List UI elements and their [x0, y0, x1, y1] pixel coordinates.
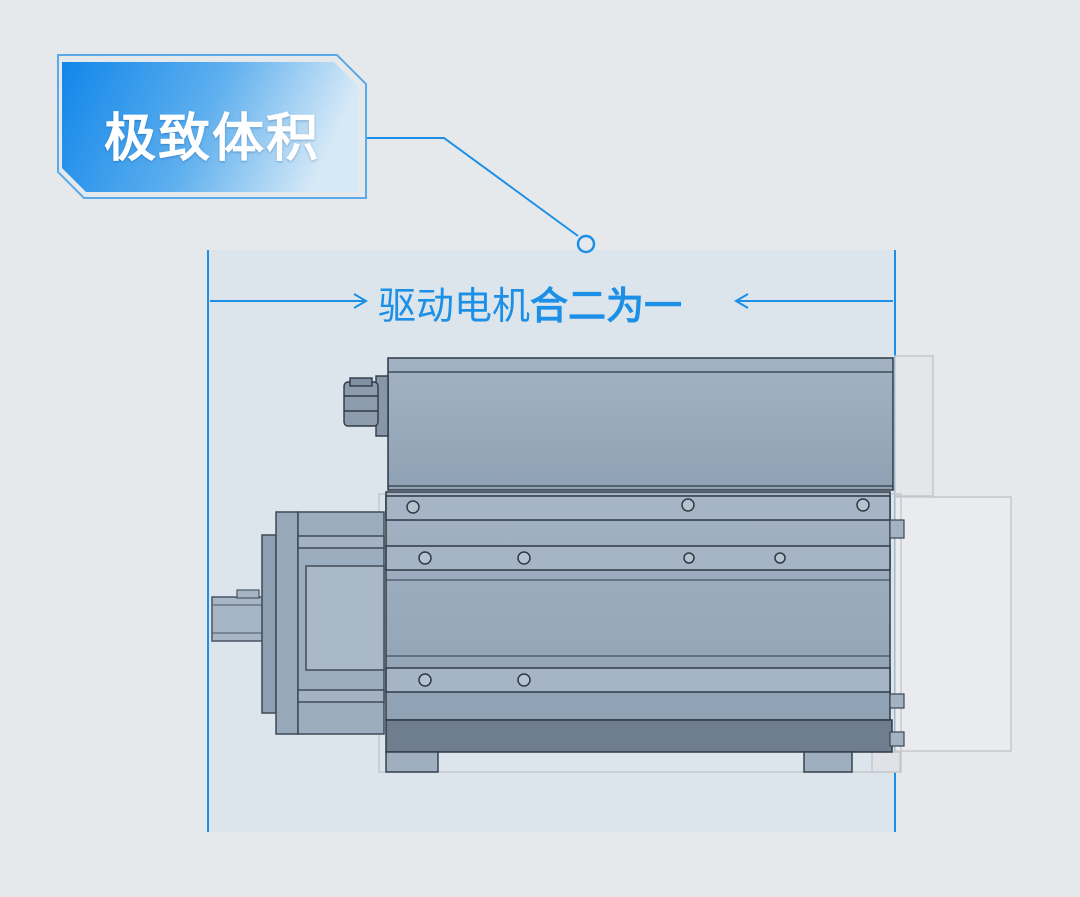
- cable-gland: [343, 375, 389, 437]
- motor-shaft: [211, 589, 267, 642]
- bolt-holes: [406, 498, 870, 687]
- motor-flange: [261, 511, 385, 735]
- caption: 驱动电机合二为一: [378, 276, 730, 328]
- mounting-feet: [385, 751, 853, 773]
- left-arrow-icon: [210, 293, 368, 309]
- motor-body: [385, 491, 893, 753]
- badge-title: 极致体积: [104, 109, 321, 169]
- title-badge: [57, 54, 367, 199]
- leader-line: [365, 137, 579, 237]
- leader-dot-icon: [576, 234, 596, 254]
- caption-normal: 驱动电机: [378, 283, 531, 328]
- caption-bold: 合二为一: [530, 283, 683, 328]
- right-arrow-icon: [734, 293, 893, 309]
- drive-housing: [387, 357, 894, 491]
- rear-cover: [889, 519, 905, 747]
